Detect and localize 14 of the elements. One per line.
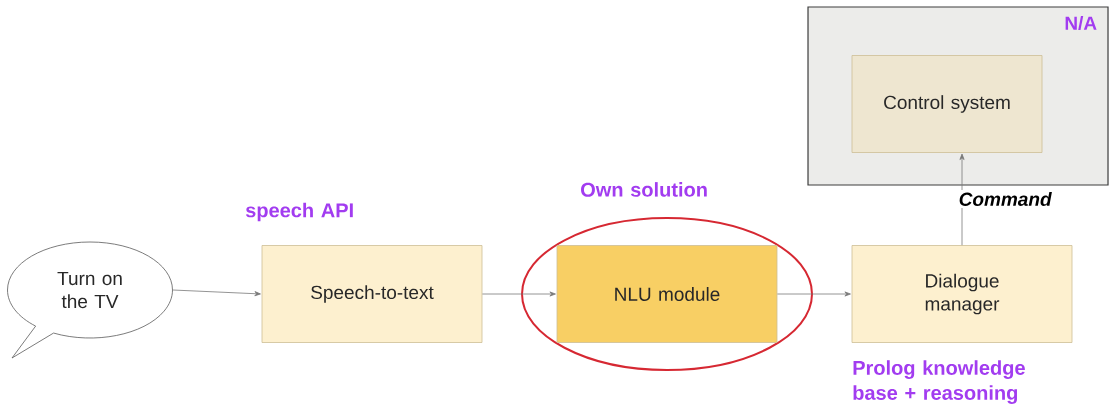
process-box: Speech-to-text bbox=[261, 245, 483, 343]
arrow bbox=[777, 291, 851, 297]
process-box: Dialogue manager bbox=[851, 245, 1073, 343]
speech-bubble: Turn on the TV bbox=[7, 241, 173, 359]
annotation: speech API bbox=[245, 202, 353, 222]
annotation: Own solution bbox=[581, 182, 707, 197]
arrow bbox=[172, 289, 261, 297]
process-box: NLU module bbox=[556, 245, 778, 343]
panel-heading: N/A bbox=[1065, 15, 1097, 31]
annotation: Prolog knowledge base + reasoning bbox=[853, 360, 1025, 404]
process-box: Control system bbox=[851, 55, 1043, 153]
arrow bbox=[482, 291, 556, 297]
edge-label: Command bbox=[956, 190, 1054, 208]
arrow bbox=[959, 153, 965, 246]
